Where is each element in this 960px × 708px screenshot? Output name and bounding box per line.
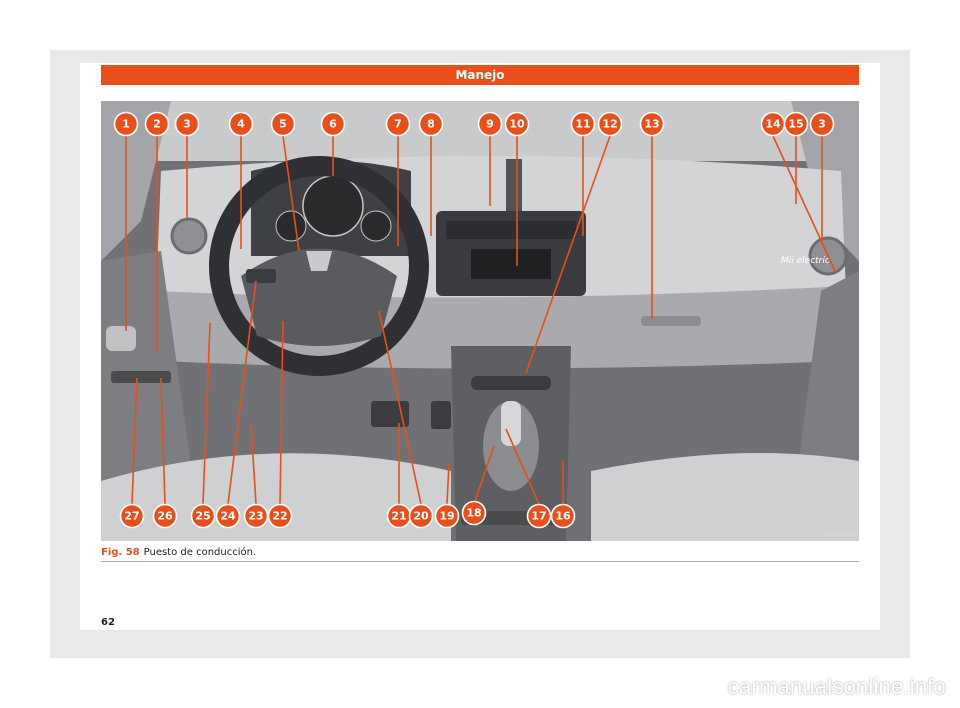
speedometer [302, 175, 364, 237]
svg-text:12: 12 [602, 118, 617, 131]
climate-controls [446, 221, 576, 239]
svg-text:20: 20 [413, 510, 429, 523]
callout-8: 8 [418, 111, 444, 137]
callout-23: 23 [243, 503, 269, 529]
callout-1: 1 [113, 111, 139, 137]
svg-text:24: 24 [220, 510, 236, 523]
callout-11: 11 [570, 111, 596, 137]
svg-text:25: 25 [195, 510, 210, 523]
glovebox-handle [641, 316, 701, 326]
callout-badges-top: 1 2 3 4 5 6 7 8 9 10 11 12 13 14 15 3 [113, 111, 835, 137]
callout-6: 6 [320, 111, 346, 137]
driver-seat [101, 453, 451, 541]
svg-text:16: 16 [555, 510, 571, 523]
seat-logo-icon [306, 251, 332, 271]
callout-16: 16 [550, 503, 576, 529]
mii-electric-badge: Mii electric [781, 256, 830, 266]
dashboard-figure: Mii electric [101, 101, 859, 541]
accelerator-pedal [431, 401, 451, 429]
callout-3: 3 [174, 111, 200, 137]
figure-caption-text: Puesto de conducción. [143, 547, 257, 558]
svg-text:26: 26 [157, 510, 173, 523]
figure-code: B1SL-0580 [823, 531, 856, 538]
svg-text:19: 19 [439, 510, 454, 523]
callout-19: 19 [434, 503, 460, 529]
callout-12: 12 [597, 111, 623, 137]
svg-text:14: 14 [765, 118, 781, 131]
callout-25: 25 [190, 503, 216, 529]
steering-wheel-rim [209, 156, 429, 376]
svg-text:2: 2 [153, 118, 161, 131]
svg-text:21: 21 [391, 510, 406, 523]
left-gauge [275, 210, 307, 242]
svg-text:3: 3 [818, 118, 826, 131]
svg-text:6: 6 [329, 118, 337, 131]
svg-text:4: 4 [237, 118, 245, 131]
smartphone-holder [471, 249, 551, 279]
callout-2: 2 [144, 111, 170, 137]
svg-text:23: 23 [248, 510, 263, 523]
door-handle [106, 326, 136, 351]
window-switches [111, 371, 171, 383]
callout-badges-bottom: 27 26 25 24 23 22 21 20 19 18 17 16 [119, 500, 576, 529]
callout-14: 14 [760, 111, 786, 137]
svg-text:3: 3 [183, 118, 191, 131]
svg-text:13: 13 [644, 118, 659, 131]
section-header: Manejo [101, 65, 859, 85]
leader-lines [125, 135, 837, 505]
left-door [101, 251, 196, 521]
callout-20: 20 [408, 503, 434, 529]
callout-24: 24 [215, 503, 241, 529]
svg-text:22: 22 [272, 510, 287, 523]
svg-text:8: 8 [427, 118, 435, 131]
svg-text:5: 5 [279, 118, 287, 131]
gear-lever [501, 401, 521, 446]
svg-text:1: 1 [122, 118, 130, 131]
callout-18: 18 [461, 500, 487, 526]
callout-4: 4 [228, 111, 254, 137]
callout-3-right: 3 [809, 111, 835, 137]
callout-21: 21 [386, 503, 412, 529]
callout-5: 5 [270, 111, 296, 137]
svg-text:17: 17 [531, 510, 546, 523]
callout-13: 13 [639, 111, 665, 137]
svg-text:10: 10 [509, 118, 525, 131]
callout-10: 10 [504, 111, 530, 137]
callout-9: 9 [477, 111, 503, 137]
storage-tray [471, 376, 551, 390]
svg-text:15: 15 [788, 118, 803, 131]
caption-divider [101, 561, 859, 562]
left-pillar [101, 101, 171, 261]
callout-26: 26 [152, 503, 178, 529]
figure-label: Fig. 58 [101, 547, 140, 558]
right-gauge [360, 210, 392, 242]
callout-15: 15 [783, 111, 809, 137]
callout-17: 17 [526, 503, 552, 529]
svg-text:18: 18 [466, 507, 481, 520]
watermark: carmanualsonline.info [727, 674, 946, 699]
svg-text:7: 7 [394, 118, 402, 131]
phone-mount [506, 159, 522, 211]
svg-text:27: 27 [124, 510, 139, 523]
steering-wheel-hub [241, 248, 397, 346]
dashboard-illustration: Mii electric [101, 101, 859, 541]
callout-7: 7 [385, 111, 411, 137]
left-air-vent [170, 217, 208, 255]
svg-text:11: 11 [575, 118, 590, 131]
callout-22: 22 [267, 503, 293, 529]
page-number: 62 [101, 617, 115, 628]
steering-controls [246, 269, 276, 283]
passenger-seat [591, 453, 859, 541]
callout-27: 27 [119, 503, 145, 529]
svg-text:9: 9 [486, 118, 494, 131]
